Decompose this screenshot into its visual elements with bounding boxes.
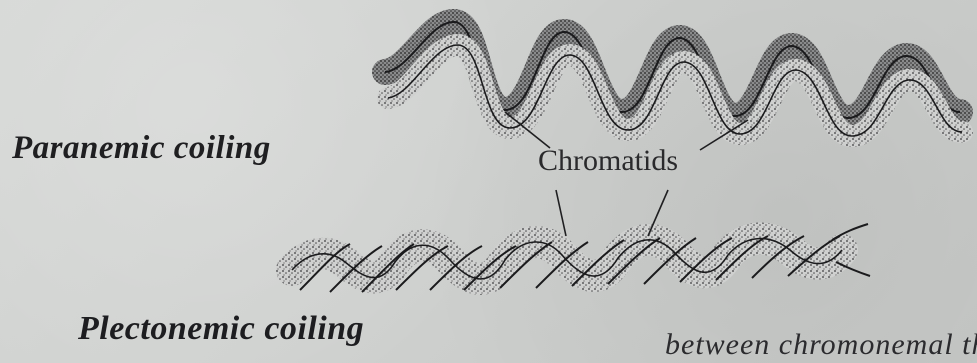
cutoff-body-text: between chromonemal thre: [665, 328, 977, 362]
plectonemic-coiling-label: Plectonemic coiling: [78, 310, 364, 348]
plectonemic-coil: [292, 224, 870, 292]
chromatids-label: Chromatids: [538, 144, 678, 178]
paranemic-coiling-label: Paranemic coiling: [12, 130, 271, 167]
